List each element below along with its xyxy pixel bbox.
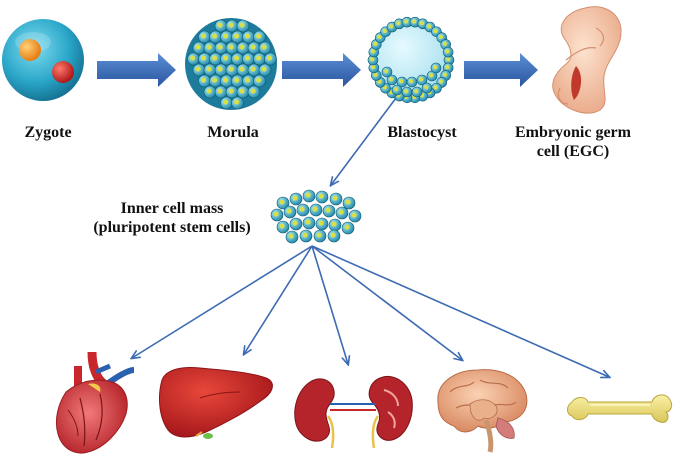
- arrow-zygote-morula: [97, 53, 176, 87]
- icm-label-line1: Inner cell mass: [120, 200, 224, 217]
- arrow-blastocyst-icm: [331, 97, 397, 185]
- zygote-icon: [2, 19, 84, 101]
- blastocyst-icon: [367, 16, 455, 104]
- brain-icon: [437, 369, 528, 453]
- arrow-icm-bone: [311, 245, 609, 377]
- egc-label-line1: Embryonic germ: [515, 124, 631, 141]
- arrow-morula-blastocyst: [282, 53, 361, 87]
- arrow-icm-kidney: [311, 245, 348, 364]
- zygote-label: Zygote: [24, 124, 72, 141]
- arrow-icm-brain: [311, 245, 462, 360]
- arrow-blastocyst-egc: [464, 53, 538, 87]
- egc-label-line2: cell (EGC): [536, 143, 610, 160]
- liver-icon: [159, 367, 273, 439]
- egc-label: Embryonic germ cell (EGC): [498, 123, 648, 161]
- morula-label: Morula: [207, 124, 259, 141]
- arrow-icm-heart: [132, 245, 313, 358]
- morula-icon: [185, 18, 277, 110]
- bone-icon: [567, 394, 673, 423]
- icm-label-line2: (pluripotent stem cells): [93, 219, 251, 236]
- blastocyst-label: Blastocyst: [387, 124, 457, 141]
- kidney-icon: [294, 376, 413, 449]
- inner-cell-mass-icon: [270, 189, 362, 244]
- embryo-icon: [552, 6, 622, 114]
- heart-icon: [55, 351, 135, 454]
- inner-cell-mass-label: Inner cell mass (pluripotent stem cells): [62, 199, 282, 237]
- arrow-icm-liver: [244, 245, 313, 354]
